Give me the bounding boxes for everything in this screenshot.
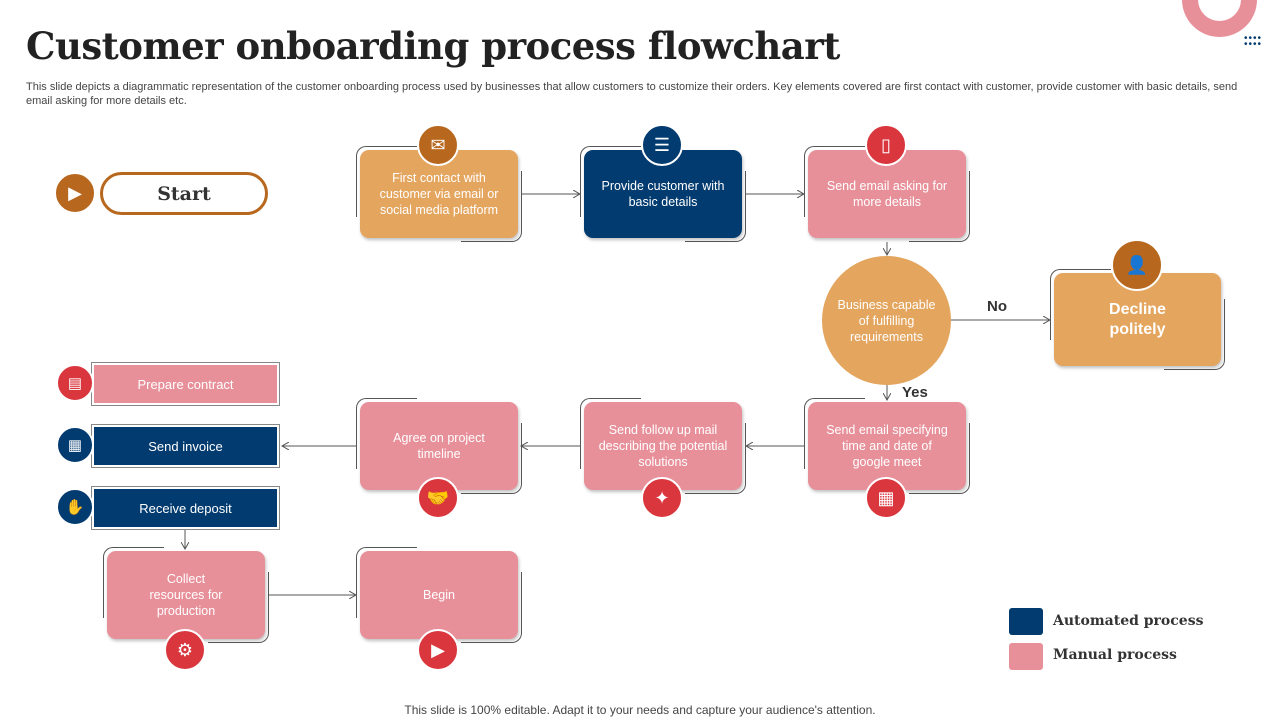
label-yes: Yes [902, 384, 928, 401]
step-send-invoice: Send invoice [91, 424, 280, 468]
step-begin: Begin [356, 547, 522, 643]
legend-swatch-manual [1009, 643, 1043, 670]
decorative-dots: •••••••• [1244, 33, 1263, 50]
invoice-icon: ▦ [56, 426, 94, 464]
step-send-meet: Send email specifying time and date of g… [804, 398, 970, 494]
legend-swatch-automated [1009, 608, 1043, 635]
step-agree-timeline: Agree on project timeline [356, 398, 522, 494]
person-decline-icon: 👤 [1111, 239, 1163, 291]
calendar-icon: ▦ [865, 477, 907, 519]
document-icon: ☰ [641, 124, 683, 166]
footer-note: This slide is 100% editable. Adapt it to… [404, 703, 876, 717]
envelope-icon: ✉ [417, 124, 459, 166]
legend-automated: Automated process [1053, 613, 1204, 629]
handshake-icon: 🤝 [417, 477, 459, 519]
step-prepare-contract: Prepare contract [91, 362, 280, 406]
phone-icon: ▯ [865, 124, 907, 166]
play-icon: ▶ [417, 629, 459, 671]
step-follow-up: Send follow up mail describing the poten… [580, 398, 746, 494]
step-collect-resources: Collect resources for production [103, 547, 269, 643]
resources-icon: ⚙ [164, 629, 206, 671]
decision-business-capable: Business capable of fulfilling requireme… [822, 256, 951, 385]
legend-manual: Manual process [1053, 647, 1177, 663]
contract-icon: ▤ [56, 364, 94, 402]
deposit-hand-icon: ✋ [56, 488, 94, 526]
page-title: Customer onboarding process flowchart [26, 24, 840, 68]
step-receive-deposit: Receive deposit [91, 486, 280, 530]
start-terminal: Start [100, 172, 268, 215]
play-icon: ▶ [54, 172, 96, 214]
description: This slide depicts a diagrammatic repres… [26, 81, 1238, 107]
label-no: No [987, 298, 1007, 315]
lightbulb-icon: ✦ [641, 477, 683, 519]
